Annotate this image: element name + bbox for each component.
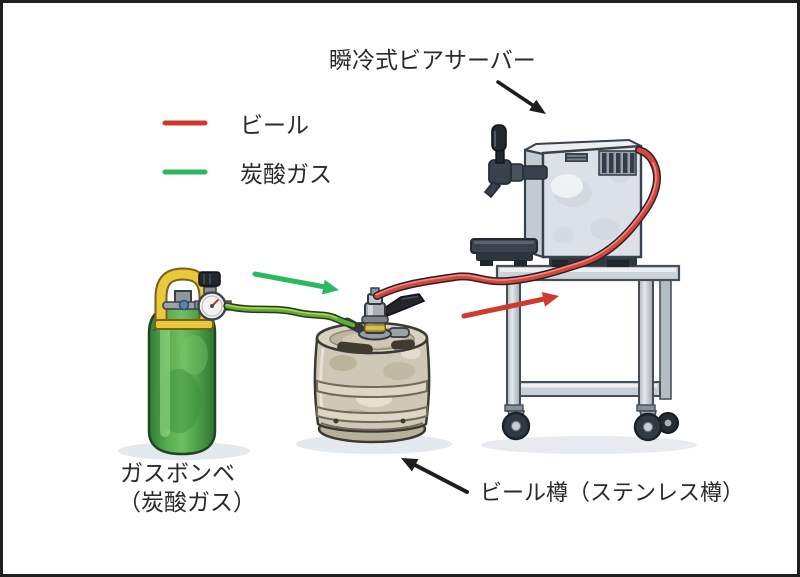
beer-keg-label: ビール樽（ステンレス樽） bbox=[480, 480, 745, 505]
beer-flow-arrow bbox=[461, 292, 559, 319]
server-pointer-shaft bbox=[496, 80, 536, 108]
serving-cart-illustration bbox=[495, 264, 681, 442]
gas-flow-arrow bbox=[252, 271, 339, 295]
beer-keg-illustration bbox=[313, 287, 431, 444]
gas-cylinder-label-line1: ガスボンベ bbox=[120, 460, 235, 486]
beer-line-swatch bbox=[162, 120, 208, 126]
diagram-artwork bbox=[118, 80, 697, 494]
legend: ビール 炭酸ガス bbox=[162, 109, 332, 207]
drip-tray-icon bbox=[470, 238, 538, 266]
gas-hose bbox=[223, 302, 357, 329]
server-title-label: 瞬冷式ビアサーバー bbox=[329, 47, 536, 73]
server-pointer-arrow bbox=[496, 80, 546, 114]
keg-coupler-icon bbox=[342, 287, 426, 341]
legend-label-gas: 炭酸ガス bbox=[240, 161, 332, 187]
vent-grille-icon bbox=[598, 150, 637, 176]
gas-cylinder-illustration bbox=[147, 267, 232, 456]
beer-flow-arrow-head bbox=[541, 292, 559, 307]
gas-cylinder-label-line2: （炭酸ガス） bbox=[118, 489, 256, 515]
server-pointer-head bbox=[529, 99, 546, 114]
legend-item-beer: ビール bbox=[162, 109, 332, 138]
gas-hose-line bbox=[224, 303, 356, 328]
caster-wheel-left bbox=[501, 404, 531, 441]
gas-flow-arrow-shaft bbox=[252, 271, 328, 290]
keg-pointer-arrow bbox=[401, 458, 469, 494]
beer-tap-icon bbox=[483, 124, 548, 199]
gas-line-swatch bbox=[162, 169, 208, 175]
caster-wheel-right bbox=[633, 404, 679, 442]
keg-pointer-head bbox=[401, 458, 419, 472]
keg-pointer-shaft bbox=[413, 463, 469, 494]
gas-flow-arrow-head bbox=[321, 279, 339, 295]
beer-hose bbox=[373, 146, 661, 300]
legend-label-beer: ビール bbox=[240, 112, 309, 138]
legend-item-gas: 炭酸ガス bbox=[162, 158, 332, 187]
vent-slot-icon bbox=[565, 153, 588, 162]
beer-flow-arrow-shaft bbox=[461, 296, 547, 319]
pressure-gauge-icon bbox=[197, 291, 227, 321]
